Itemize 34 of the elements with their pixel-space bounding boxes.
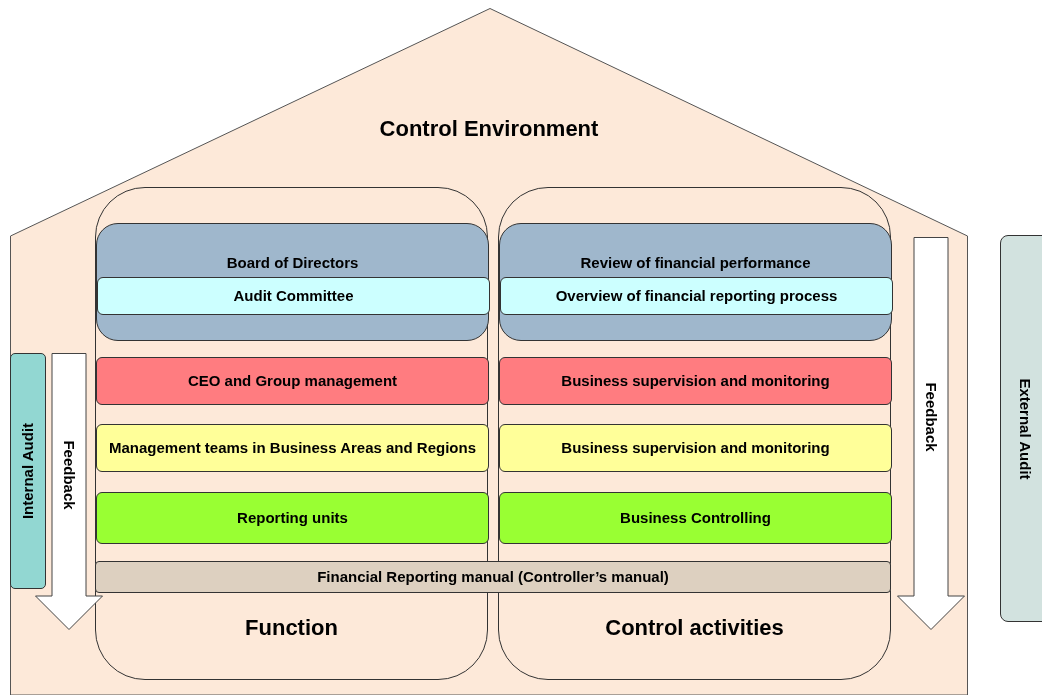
heading: Control Environment [378,115,600,143]
panel-label: Review of financial performance [579,253,812,273]
box-label: Financial Reporting manual (Controller’s manual) [316,569,670,585]
box-label: Overview of financial reporting process [554,288,839,304]
process-box [97,277,490,315]
process-box [96,492,489,544]
process-box [96,357,489,405]
box-label: Feedback [61,439,77,510]
box-label: Business supervision and monitoring [560,440,831,456]
column-heading: Function [244,614,339,642]
column-heading: Control activities [604,614,785,642]
process-box [500,277,893,315]
panel-label: Board of Directors [225,253,360,273]
house-shape [10,8,968,695]
process-box [96,424,489,472]
audit-panel [1000,235,1042,622]
process-box [499,424,892,472]
box-label: Business supervision and monitoring [560,373,831,389]
box-label: Reporting units [236,510,349,526]
process-box [95,561,891,593]
box-label: Internal Audit [20,422,36,520]
feedback-arrow [897,237,965,630]
process-box [499,492,892,544]
box-label: External Audit [1017,377,1033,480]
box-label: Feedback [923,381,939,452]
box-label: Audit Committee [232,288,355,304]
process-box [499,357,892,405]
review-panel [499,223,892,341]
box-label: CEO and Group management [186,373,399,389]
box-label: Management teams in Business Areas and Regions [107,440,478,456]
board-panel [96,223,489,341]
audit-panel [10,353,46,589]
feedback-arrow [35,353,103,630]
box-label: Business Controlling [619,510,772,526]
